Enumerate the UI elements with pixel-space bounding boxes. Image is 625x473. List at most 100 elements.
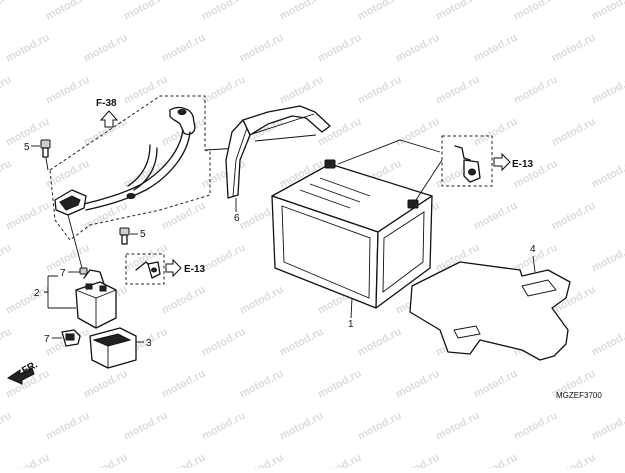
watermark-text: motod.ru — [160, 452, 208, 468]
watermark-text: motod.ru — [316, 452, 364, 468]
callout-2: 2 — [34, 288, 40, 299]
terminal-group-outline-right — [441, 135, 493, 187]
watermark-text: motod.ru — [394, 32, 442, 65]
diagram-code: MGZEF3700 — [556, 391, 602, 400]
watermark-text: motod.ru — [238, 32, 286, 65]
watermark-text: motod.ru — [278, 326, 326, 359]
leader-2-bracket — [44, 275, 76, 309]
watermark-text: motod.ru — [160, 284, 208, 317]
watermark-text: motod.ru — [0, 326, 14, 359]
watermark-text: motod.ru — [434, 410, 482, 443]
watermark-text: motod.ru — [472, 32, 520, 65]
fuse-lower — [61, 329, 81, 347]
watermark-text: motod.ru — [472, 116, 520, 149]
callout-1: 1 — [348, 319, 354, 330]
watermark-text: motod.ru — [0, 74, 14, 107]
watermark-text: motod.ru — [394, 116, 442, 149]
callout-3: 3 — [146, 338, 152, 349]
leader-right-box-to-battery — [415, 159, 443, 201]
watermark-text: motod.ru — [316, 32, 364, 65]
e13-left-reference-label: E-13 — [184, 264, 206, 275]
watermark-text: motod.ru — [394, 368, 442, 401]
leader-bracket-to-relay — [67, 214, 83, 269]
battery — [271, 139, 441, 309]
bolt-5-top — [40, 139, 51, 158]
bolt-5-mid — [119, 227, 130, 245]
terminal-cable-left — [135, 261, 161, 279]
f38-up-arrow — [99, 110, 119, 128]
watermark-text: motod.ru — [316, 368, 364, 401]
watermark-text: motod.ru — [472, 452, 520, 468]
callout-7-upper: 7 — [60, 268, 66, 279]
watermark-text: motod.ru — [82, 368, 130, 401]
watermark-text: motod.ru — [512, 74, 560, 107]
watermark-text: motod.ru — [434, 0, 482, 23]
callout-4: 4 — [530, 244, 536, 255]
callout-5-top: 5 — [24, 142, 30, 153]
relay-cover — [89, 327, 137, 369]
battery-strap — [225, 105, 331, 199]
watermark-text: motod.ru — [122, 410, 170, 443]
watermark-text: motod.ru — [4, 452, 52, 468]
harness-group-outline — [49, 95, 211, 241]
leader-4 — [532, 255, 536, 273]
watermark-text: motod.ru — [44, 0, 92, 23]
watermark-text: motod.ru — [590, 74, 625, 107]
watermark-text: motod.ru — [0, 0, 14, 23]
watermark-text: motod.ru — [44, 74, 92, 107]
fuse-upper — [79, 267, 88, 275]
watermark-text: motod.ru — [4, 284, 52, 317]
watermark-text: motod.ru — [278, 74, 326, 107]
watermark-text: motod.ru — [200, 410, 248, 443]
watermark-text: motod.ru — [238, 368, 286, 401]
f38-reference-label: F-38 — [96, 98, 117, 109]
callout-6: 6 — [234, 213, 240, 224]
watermark-text: motod.ru — [160, 200, 208, 233]
harness-bracket — [54, 106, 196, 216]
watermark-text: motod.ru — [472, 200, 520, 233]
watermark-text: motod.ru — [122, 74, 170, 107]
watermark-text: motod.ru — [590, 410, 625, 443]
watermark-text: motod.ru — [82, 452, 130, 468]
watermark-text: motod.ru — [82, 32, 130, 65]
leader-1 — [350, 297, 353, 319]
battery-plate — [409, 261, 571, 361]
leader-strap-to-battery — [254, 134, 317, 142]
e13-right-arrow — [493, 152, 511, 172]
watermark-text: motod.ru — [550, 116, 598, 149]
watermark-text: motod.ru — [44, 158, 92, 191]
watermark-text: motod.ru — [4, 32, 52, 65]
watermark-text: motod.ru — [278, 0, 326, 23]
watermark-text: motod.ru — [200, 0, 248, 23]
e13-right-reference-label: E-13 — [512, 159, 534, 170]
watermark-text: motod.ru — [0, 158, 14, 191]
watermark-text: motod.ru — [356, 410, 404, 443]
watermark-text: motod.ru — [4, 200, 52, 233]
watermark-text: motod.ru — [590, 158, 625, 191]
watermark-text: motod.ru — [550, 32, 598, 65]
watermark-text: motod.ru — [590, 242, 625, 275]
watermark-text: motod.ru — [356, 0, 404, 23]
watermark-text: motod.ru — [238, 284, 286, 317]
relay-switch — [75, 269, 117, 329]
watermark-text: motod.ru — [512, 0, 560, 23]
watermark-text: motod.ru — [394, 452, 442, 468]
watermark-text: motod.ru — [0, 242, 14, 275]
watermark-text: motod.ru — [0, 410, 14, 443]
watermark-text: motod.ru — [200, 242, 248, 275]
watermark-text: motod.ru — [238, 452, 286, 468]
terminal-group-outline-left — [125, 253, 165, 285]
watermark-text: motod.ru — [200, 326, 248, 359]
watermark-text: motod.ru — [590, 326, 625, 359]
watermark-text: motod.ru — [356, 326, 404, 359]
watermark-text: motod.ru — [44, 410, 92, 443]
terminal-cable-right — [454, 145, 481, 183]
watermark-text: motod.ru — [434, 74, 482, 107]
watermark-text: motod.ru — [200, 74, 248, 107]
watermark-text: motod.ru — [590, 0, 625, 23]
watermark-text: motod.ru — [122, 242, 170, 275]
watermark-text: motod.ru — [278, 410, 326, 443]
leader-bolt-to-bracket — [45, 157, 49, 171]
watermark-text: motod.ru — [160, 32, 208, 65]
